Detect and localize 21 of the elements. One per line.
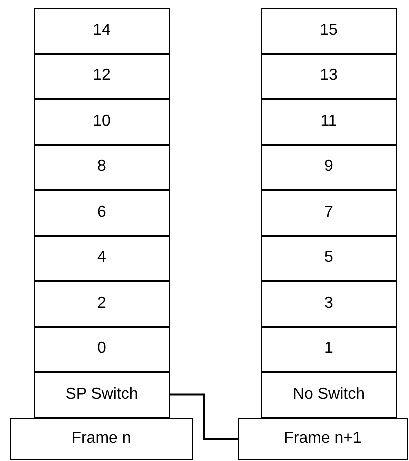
frame-box: Frame n+1 [238, 418, 408, 460]
slot-cell: 1 [261, 326, 397, 372]
slot-cell: 14 [34, 8, 170, 54]
slot-cell: 4 [34, 236, 170, 281]
slot-cell: SP Switch [34, 372, 170, 418]
slot-cell: 7 [261, 190, 397, 236]
slot-cell: 10 [34, 99, 170, 144]
slot-cell: 15 [261, 8, 397, 54]
connector-line [170, 394, 238, 440]
slot-cell: 11 [261, 99, 397, 144]
slot-cell: 2 [34, 281, 170, 326]
slot-cell: No Switch [261, 372, 397, 418]
slot-cell: 12 [34, 54, 170, 99]
slot-cell: 5 [261, 236, 397, 281]
slot-cell: 3 [261, 281, 397, 326]
slot-cell: 9 [261, 144, 397, 190]
slot-cell: 13 [261, 54, 397, 99]
frame-box: Frame n [10, 418, 193, 460]
slot-cell: 6 [34, 190, 170, 236]
slot-cell: 8 [34, 144, 170, 190]
slot-cell: 0 [34, 326, 170, 372]
